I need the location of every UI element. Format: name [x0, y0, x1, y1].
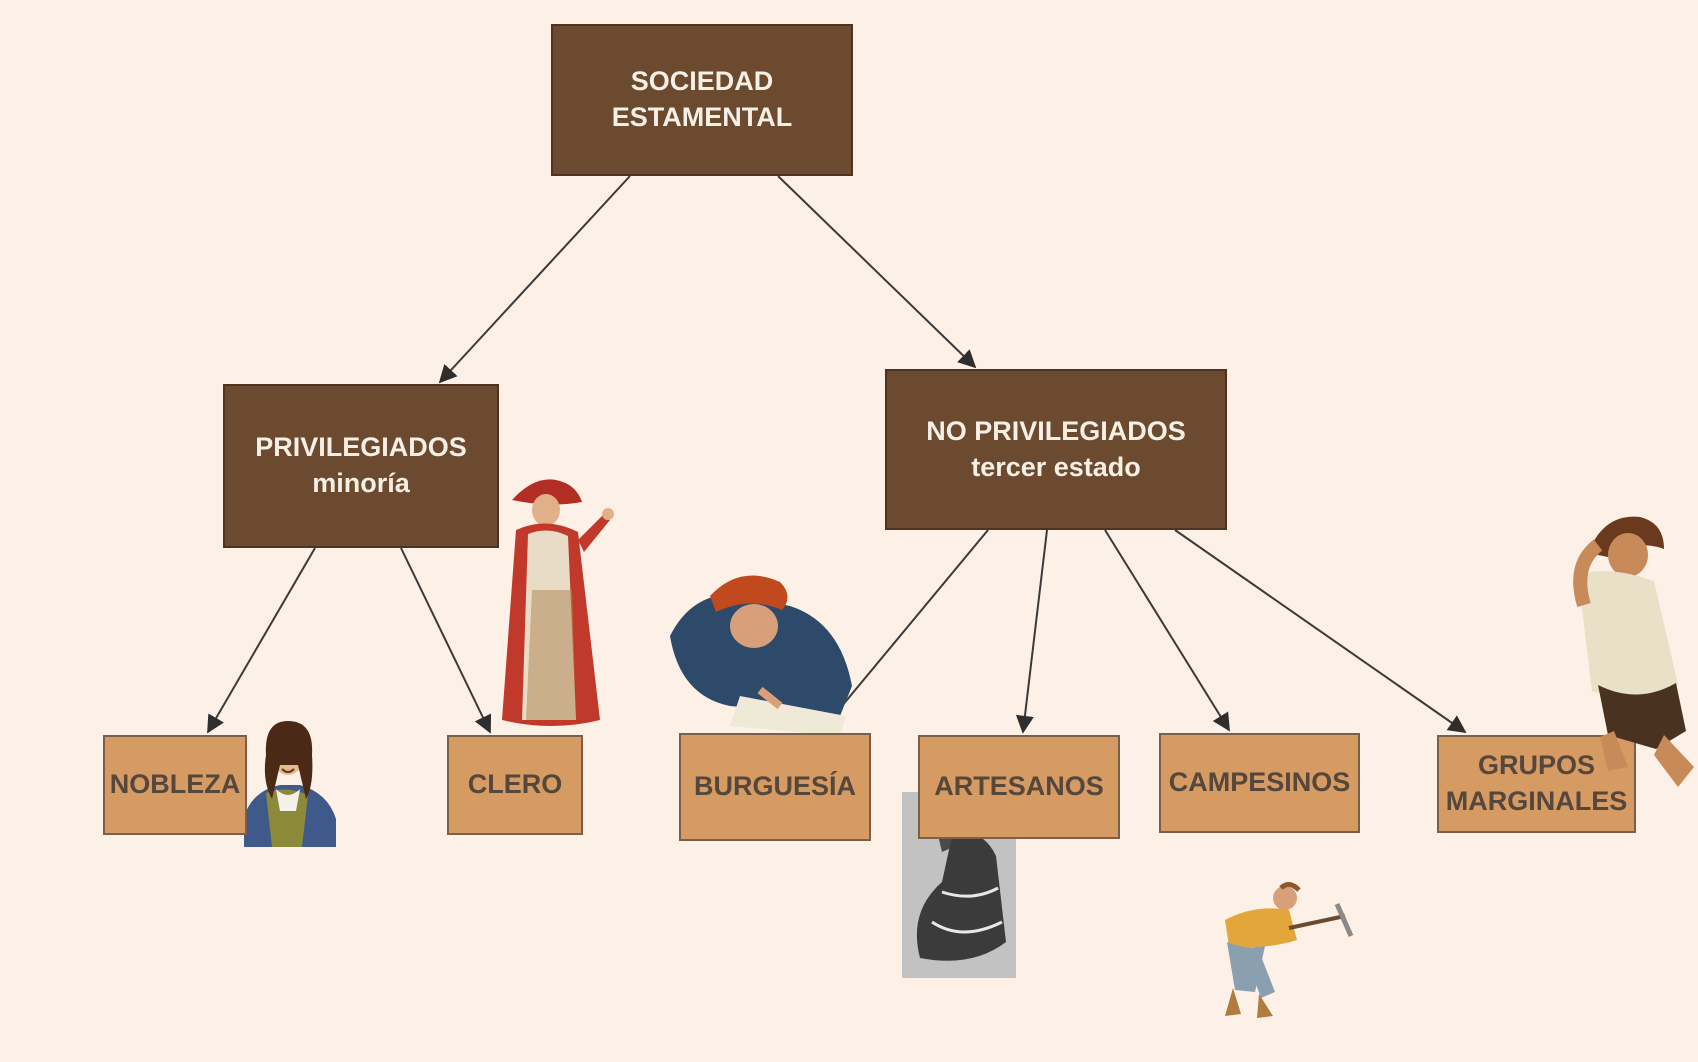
arrow-no-privilegiados-to-campesinos	[1104, 529, 1230, 732]
noble-figure-illustration	[244, 721, 336, 847]
burguesia-label: BURGUESÍA	[693, 771, 856, 802]
no-privilegiados-label: NO PRIVILEGIADOS	[926, 415, 1186, 446]
leaf-node-campesinos: CAMPESINOS	[1159, 733, 1360, 833]
privilegiados-sublabel: minoría	[312, 468, 410, 498]
grupos-marginales-label-line1: GRUPOS	[1477, 750, 1596, 781]
artesanos-label: ARTESANOS	[934, 771, 1104, 802]
arrow-privilegiados-to-nobleza	[207, 547, 316, 734]
arrow-no-privilegiados-to-artesanos	[1015, 529, 1048, 734]
peasant-hoeing-illustration	[1225, 882, 1354, 1018]
cardinal-clergy-illustration	[502, 479, 614, 726]
nobleza-label: NOBLEZA	[109, 769, 241, 800]
leaf-node-clero: CLERO	[447, 735, 583, 835]
privilegiados-label: PRIVILEGIADOS	[255, 432, 467, 463]
no-privilegiados-sublabel: tercer estado	[971, 451, 1141, 482]
root-node-line1: SOCIEDAD	[630, 66, 774, 97]
campesinos-label: CAMPESINOS	[1168, 767, 1351, 798]
arrow-privilegiados-to-clero	[400, 547, 492, 734]
leaf-node-grupos-marginales: GRUPOS MARGINALES	[1437, 735, 1636, 833]
arrow-no-privilegiados-to-grupos-marginales	[1174, 529, 1467, 734]
root-node-line2: ESTAMENTAL	[611, 102, 793, 132]
arrow-root-to-privilegiados	[438, 175, 631, 384]
grupos-marginales-label-line2: MARGINALES	[1445, 786, 1628, 816]
bourgeois-writer-illustration	[670, 575, 852, 736]
leaf-node-burguesia: BURGUESÍA	[679, 733, 871, 841]
node-privilegiados: PRIVILEGIADOS minoría	[223, 384, 499, 548]
arrow-no-privilegiados-to-burguesia	[820, 529, 989, 732]
root-node-sociedad-estamental: SOCIEDAD ESTAMENTAL	[551, 24, 853, 176]
leaf-node-artesanos: ARTESANOS	[918, 735, 1120, 839]
beggar-boy-illustration	[1573, 516, 1694, 787]
arrow-root-to-no-privilegiados	[777, 175, 977, 369]
node-no-privilegiados: NO PRIVILEGIADOS tercer estado	[885, 369, 1227, 530]
leaf-node-nobleza: NOBLEZA	[103, 735, 247, 835]
clero-label: CLERO	[467, 769, 563, 800]
